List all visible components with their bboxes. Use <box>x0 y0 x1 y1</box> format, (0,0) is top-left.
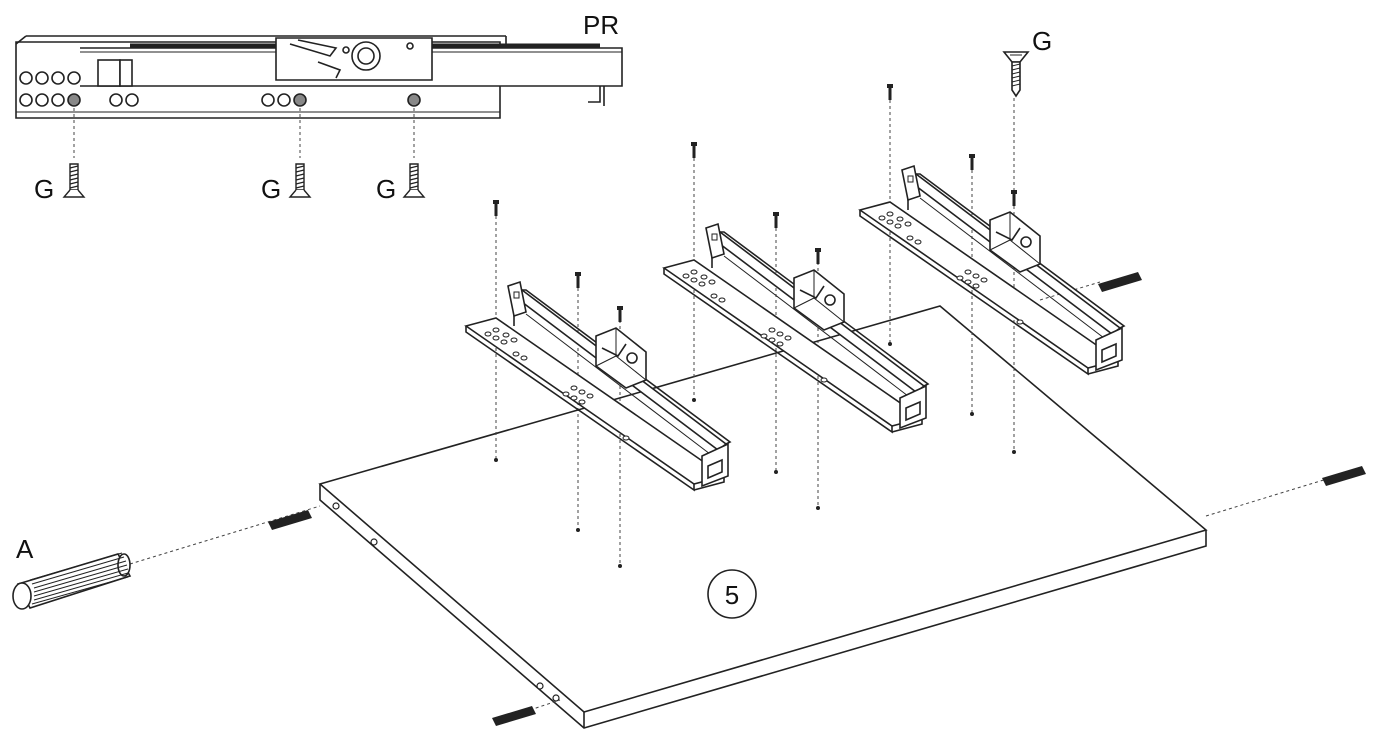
screw-label-right: G <box>376 174 396 204</box>
screw-icon <box>63 163 85 198</box>
screw-icon <box>403 163 425 198</box>
screw-label-middle: G <box>261 174 281 204</box>
panel-number: 5 <box>725 580 739 610</box>
panel-icon: 5 <box>318 305 1208 729</box>
screw-icon <box>1002 51 1030 98</box>
dowel-icon <box>12 552 132 610</box>
screw-icon <box>289 163 311 198</box>
screw-label-top: G <box>1032 26 1052 56</box>
dowel-label: A <box>16 534 34 564</box>
slide-detail-inset: PR G G G <box>15 10 623 204</box>
screw-label-left: G <box>34 174 54 204</box>
slide-reference-label: PR <box>583 10 619 40</box>
panel-number-circle <box>707 569 757 619</box>
